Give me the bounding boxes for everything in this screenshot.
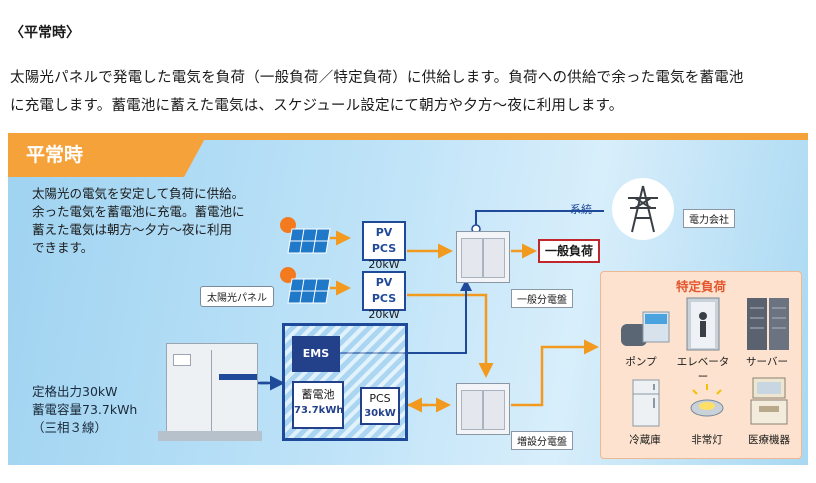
desc-line: できます。 <box>32 240 94 255</box>
flow-lines <box>243 210 604 413</box>
emergency-light-icon <box>687 382 727 426</box>
solar-panel-icon <box>278 265 332 309</box>
specific-load-title: 特定負荷 <box>675 279 726 294</box>
cabinet-base <box>158 431 262 441</box>
general-load-box: 一般負荷 <box>538 239 600 263</box>
tab-strip <box>8 133 808 140</box>
desc-line: 余った電気を蓄電池に充電。蓄電池に <box>32 204 245 219</box>
normal-operation-diagram: 平常時 太陽光の電気を安定して負荷に供給。 余った電気を蓄電池に充電。蓄電池に … <box>8 133 808 465</box>
desc-line: 蓄えた電気は朝方～夕方～夜に利用 <box>32 222 233 237</box>
device-label-emergency-light: 非常灯 <box>691 434 723 446</box>
device-label-medical-equipment: 医療機器 <box>748 434 790 446</box>
battery-capacity: 73.7kWh <box>294 405 344 416</box>
description-line-1: 太陽光パネルで発電した電気を負荷（一般負荷／特定負荷）に供給します。負荷への供給… <box>10 70 744 86</box>
extra-panel-label: 増設分電盤 <box>511 431 573 450</box>
device-label-pump: ポンプ <box>625 356 657 368</box>
spec-capacity: 蓄電容量73.7kWh <box>32 402 138 417</box>
pv-pcs-rating: 20kW <box>368 258 400 271</box>
solar-panel-icon <box>278 215 332 259</box>
section-heading: 〈平常時〉 <box>10 25 80 41</box>
pv-pcs-top: PV PCS 20kW <box>362 221 406 271</box>
battery-name: 蓄電池 <box>301 388 335 401</box>
system-spec: 定格出力30kW 蓄電容量73.7kWh （三相３線） <box>32 383 137 437</box>
pcs-name: PCS <box>369 392 391 405</box>
refrigerator-icon <box>631 378 661 432</box>
pv-pcs-name: PV PCS <box>371 226 397 255</box>
device-label-server: サーバー <box>746 356 788 368</box>
pcs-rating: 30kW <box>364 408 396 419</box>
general-panel-label: 一般分電盤 <box>511 289 573 308</box>
pcs-box: PCS 30kW <box>360 387 400 425</box>
battery-box: 蓄電池 73.7kWh <box>292 381 344 429</box>
medical-equipment-icon <box>749 376 789 430</box>
description-line-2: に充電します。蓄電池に蓄えた電気は、スケジュール設定にて朝方や夕方～夜に利用しま… <box>10 98 624 114</box>
battery-cabinet-icon <box>166 343 258 439</box>
solar-panel-label: 太陽光パネル <box>200 286 274 307</box>
ems-box: EMS <box>292 336 340 372</box>
specific-load-area: 特定負荷 ポンプ エレベーター サーバー 冷蔵庫 非常灯 医療機器 <box>600 271 802 459</box>
diagram-description: 太陽光の電気を安定して負荷に供給。 余った電気を蓄電池に充電。蓄電池に 蓄えた電… <box>32 185 245 257</box>
diagram-tab-title: 平常時 <box>8 133 208 177</box>
pump-icon <box>617 302 673 356</box>
power-tower-icon <box>612 178 674 240</box>
spec-phase: （三相３線） <box>32 420 108 435</box>
general-panel-icon <box>456 231 510 283</box>
desc-line: 太陽光の電気を安定して負荷に供給。 <box>32 186 245 201</box>
device-label-elevator: エレベーター <box>676 356 730 383</box>
spec-output: 定格出力30kW <box>32 384 118 399</box>
power-company-label: 電力会社 <box>683 209 735 228</box>
device-label-refrigerator: 冷蔵庫 <box>629 434 661 446</box>
elevator-icon <box>685 296 721 356</box>
pv-pcs-name: PV PCS <box>371 276 397 305</box>
extra-panel-icon <box>456 383 510 435</box>
grid-label: 系統 <box>570 203 592 216</box>
server-icon <box>745 296 793 356</box>
pv-pcs-bottom: PV PCS 20kW <box>362 271 406 321</box>
pv-pcs-rating: 20kW <box>368 308 400 321</box>
